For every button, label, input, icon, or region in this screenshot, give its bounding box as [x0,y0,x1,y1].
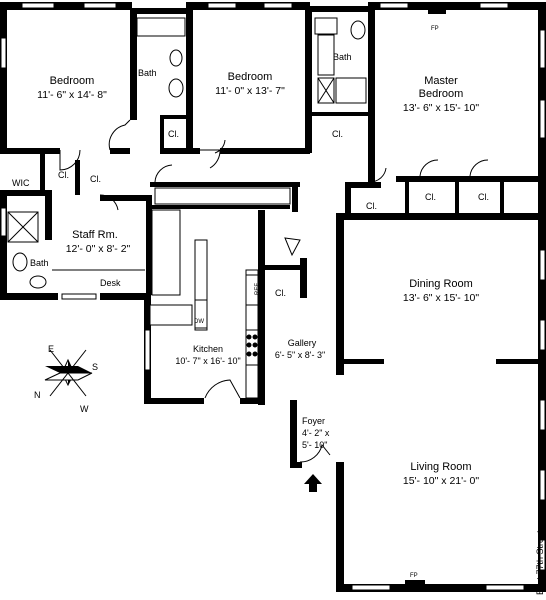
dining-room-name: Dining Room [409,278,473,290]
foyer-dims-line2: 5'- 10" [302,440,327,450]
master-bedroom-name-line2: Bedroom [419,88,464,100]
living-room-dims: 15'- 10" x 21'- 0" [403,475,480,487]
closet-label-1: Cl. [168,129,179,139]
wic-label: WIC [12,178,30,188]
bath-label-master: Bath [333,52,352,62]
bedroom-middle-name: Bedroom [228,71,273,83]
entry-arrow-icon [304,474,322,492]
living-room-name: Living Room [410,461,471,473]
dishwasher-label: DW [194,319,204,325]
closet-label-2: Cl. [332,129,343,139]
gallery-dims: 6'- 5" x 8'- 3" [275,350,325,360]
compass-w: W [80,404,89,414]
room-labels: Bedroom 11'- 6" x 14'- 8" Bedroom 11'- 0… [37,71,479,487]
staff-room-name: Staff Rm. [72,229,118,241]
bath-label-staff: Bath [30,258,49,268]
bath-label-1: Bath [138,68,157,78]
master-bedroom-dims: 13'- 6" x 15'- 10" [403,102,480,114]
fireplace-label-master: FP [431,26,439,32]
closet-label-3: Cl. [58,170,69,180]
master-bedroom-name-line1: Master [424,75,458,87]
fireplace-label-living: FP [410,573,418,579]
bedroom-left-name: Bedroom [50,75,95,87]
closet-label-7: Cl. [478,192,489,202]
street-label: East 77th Street [535,530,545,595]
staff-room-dims: 12'- 0" x 8'- 2" [66,243,131,255]
compass-s: S [92,362,98,372]
kitchen-dims: 10'- 7" x 16'- 10" [175,356,240,366]
refrigerator-label: REF [255,283,261,295]
closet-label-4: Cl. [90,174,101,184]
doors [59,119,489,463]
compass-e: E [48,344,54,354]
foyer-name: Foyer [302,416,325,426]
desk-label: Desk [100,278,121,288]
closet-label-5: Cl. [366,201,377,211]
bedroom-middle-dims: 11'- 0" x 13'- 7" [215,85,285,97]
fixture-labels: Bath Bath Bath Cl. Cl. Cl. Cl. Cl. Cl. C… [12,26,545,595]
compass-n: N [34,390,41,400]
gallery-name: Gallery [288,338,317,348]
closet-label-6: Cl. [425,192,436,202]
kitchen-name: Kitchen [193,344,223,354]
fixtures [7,10,446,584]
closet-label-gallery: Cl. [275,288,286,298]
dining-room-dims: 13'- 6" x 15'- 10" [403,292,480,304]
compass-icon: E S W N [34,344,98,414]
foyer-dims-line1: 4'- 2" x [302,428,330,438]
bedroom-left-dims: 11'- 6" x 14'- 8" [37,89,107,101]
